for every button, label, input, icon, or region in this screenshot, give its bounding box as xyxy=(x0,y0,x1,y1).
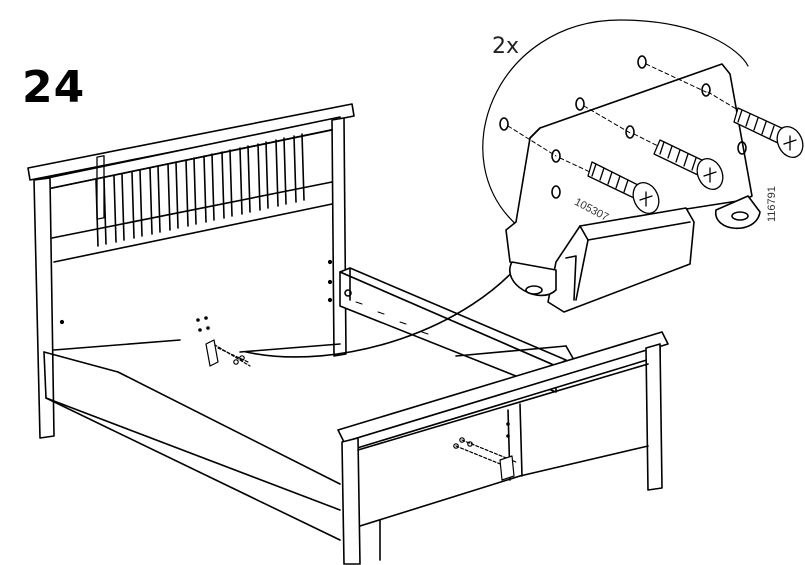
headboard xyxy=(27,103,355,439)
side-rail xyxy=(339,267,567,393)
document-id: 116791 xyxy=(766,186,778,222)
quantity-label: 2x xyxy=(492,34,520,59)
bracket-detail xyxy=(499,55,761,313)
step-number: 24 xyxy=(22,62,86,113)
detail-circle xyxy=(482,19,749,229)
screw-icon xyxy=(587,107,804,215)
screws-on-frame xyxy=(196,316,517,481)
leader-arc xyxy=(245,253,529,358)
footboard xyxy=(337,331,669,565)
bed-base xyxy=(43,343,575,541)
